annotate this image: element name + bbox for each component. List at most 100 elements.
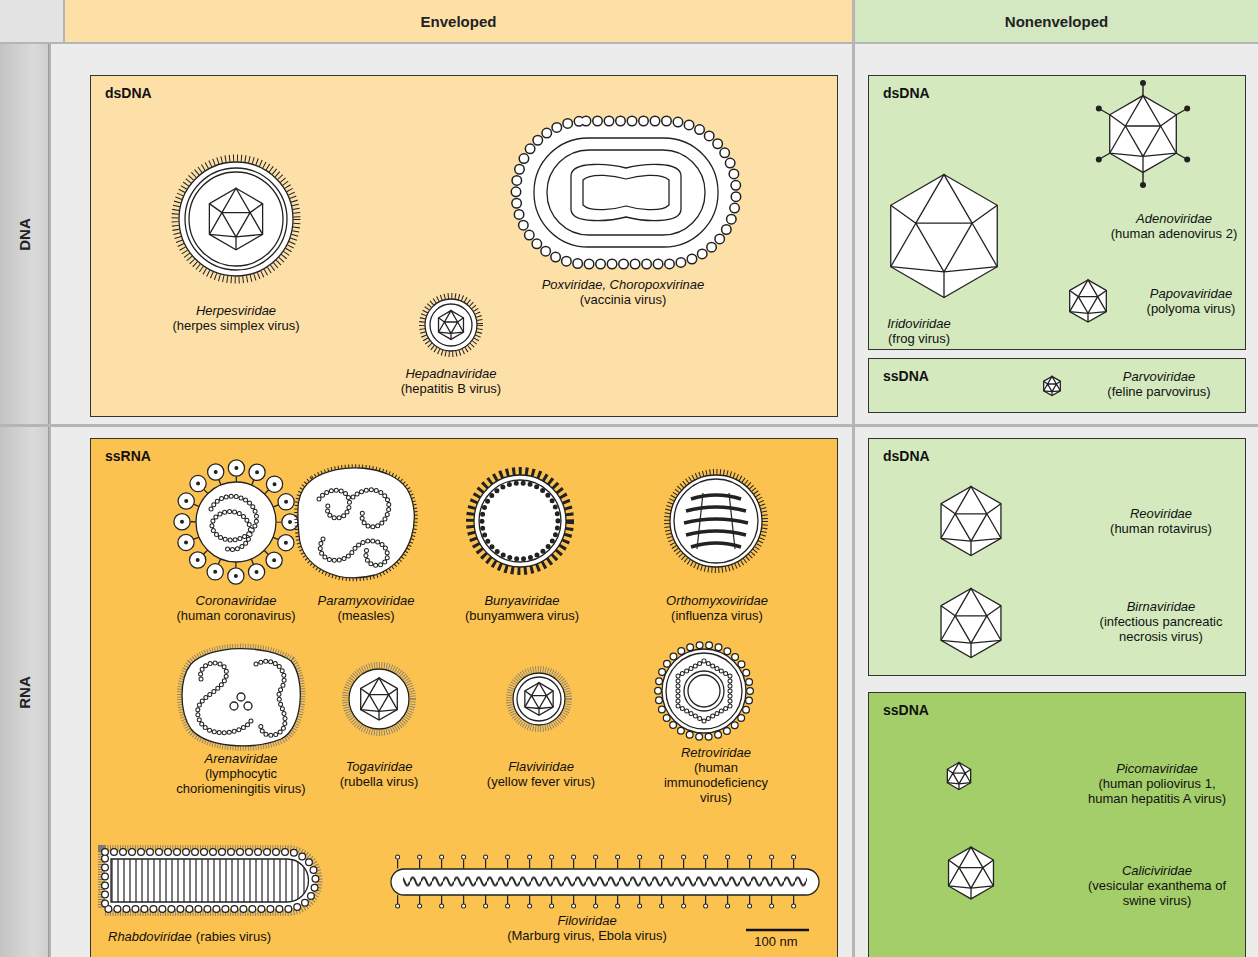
header-band: Enveloped xyxy=(65,0,852,42)
virus-family: Poxviridae, Choropoxvirinae(vaccinia vir… xyxy=(513,277,733,307)
virus-family: Arenaviridae(lymphocytic choriomeningiti… xyxy=(161,751,321,796)
hepadna-virion xyxy=(422,296,480,354)
genome-panel: dsDNA Reoviridae(human rotavirus) Birnavir… xyxy=(868,438,1246,676)
family-name: Poxviridae, Choropoxvirinae xyxy=(513,277,733,292)
family-name: Iridoviridae xyxy=(874,316,964,331)
family-name: Filoviridae xyxy=(467,913,707,928)
adeno-capsid xyxy=(1096,80,1190,188)
corona-virion xyxy=(182,468,290,576)
family-name: Coronaviridae xyxy=(161,593,311,608)
rhabdo-virion xyxy=(105,852,316,909)
retro-virion xyxy=(658,645,750,737)
family-name: Caliciviridae xyxy=(1087,863,1227,878)
virus-family: Birnaviridae(infectious pancreatic necro… xyxy=(1086,599,1236,644)
virus-family: Herpesviridae(herpes simplex virus) xyxy=(151,303,321,333)
family-name: Picomaviridae xyxy=(1078,761,1236,776)
family-name: Arenaviridae xyxy=(161,751,321,766)
virus-illustration xyxy=(91,76,837,416)
genome-panel: dsDNA Iridoviridae(frog virus) Adenovirida… xyxy=(868,75,1246,350)
birna-capsid xyxy=(941,588,1001,657)
example-virus: (hepatitis B virus) xyxy=(376,381,526,396)
orthomyxo-virion xyxy=(667,472,765,570)
family-name: Orthomyxoviridae xyxy=(647,593,787,608)
family-name: Hepadnaviridae xyxy=(376,366,526,381)
genome-panel: ssDNA Parvoviridae(feline parvovirus) xyxy=(868,358,1246,413)
virus-family: Caliciviridae(vesicular exanthema of swi… xyxy=(1087,863,1227,908)
example-virus: (bunyamwera virus) xyxy=(452,608,592,623)
panel-heading: dsDNA xyxy=(105,85,152,101)
family-name: Herpesviridae xyxy=(151,303,321,318)
example-virus: (human coronavirus) xyxy=(161,608,311,623)
family-name: Retroviridae xyxy=(656,745,776,760)
bunya-virion xyxy=(470,471,570,571)
virus-illustration xyxy=(91,439,837,957)
example-virus: (herpes simplex virus) xyxy=(151,318,321,333)
example-virus: (vesicular exanthema of swine virus) xyxy=(1087,878,1227,908)
genome-panel: ssDNA Picomaviridae(human poliovirus 1, h… xyxy=(868,692,1246,957)
row-label: RNA xyxy=(16,676,33,709)
pox-virion xyxy=(516,121,736,264)
example-virus: (frog virus) xyxy=(874,331,964,346)
genome-panel: ssRNA Coronaviridae(human coronavirus)Par… xyxy=(90,438,838,957)
header-text: Enveloped xyxy=(421,13,497,30)
row-band: DNA xyxy=(0,44,49,424)
virus-family: Hepadnaviridae(hepatitis B virus) xyxy=(376,366,526,396)
family-name: Paramyxoviridae xyxy=(306,593,426,608)
virus-family: Filoviridae(Marburg virus, Ebola virus) xyxy=(467,913,707,943)
family-name: Togaviridae xyxy=(324,759,434,774)
example-virus: (human adenovirus 2) xyxy=(1104,226,1244,241)
example-virus: (Marburg virus, Ebola virus) xyxy=(467,928,707,943)
virus-family: Parvoviridae(feline parvovirus) xyxy=(1089,369,1229,399)
example-virus: (rubella virus) xyxy=(324,774,434,789)
virus-family: Adenoviridae(human adenovirus 2) xyxy=(1104,211,1244,241)
virus-family: Retroviridae(human immunodeficiency viru… xyxy=(656,745,776,805)
reo-capsid xyxy=(941,486,1001,555)
example-virus: (vaccinia virus) xyxy=(513,292,733,307)
family-name: Birnaviridae xyxy=(1086,599,1236,614)
example-virus: (polyoma virus) xyxy=(1136,301,1246,316)
example-virus: (human rotavirus) xyxy=(1086,521,1236,536)
virus-family: Iridoviridae(frog virus) xyxy=(874,316,964,346)
arena-virion xyxy=(182,649,300,746)
family-name: Flaviviridae xyxy=(471,759,611,774)
example-virus: (human immunodeficiency virus) xyxy=(656,760,776,805)
virus-family: Flaviviridae(yellow fever virus) xyxy=(471,759,611,789)
virus-family: Bunyaviridae(bunyamwera virus) xyxy=(452,593,592,623)
family-name: Rhabdoviridae xyxy=(108,929,192,944)
virus-family: Reoviridae(human rotavirus) xyxy=(1086,506,1236,536)
virus-family: Papovaviridae(polyoma virus) xyxy=(1136,286,1246,316)
virus-family: Paramyxoviridae(measles) xyxy=(306,593,426,623)
scale-bar xyxy=(746,929,809,932)
example-virus: (rabies virus) xyxy=(196,929,271,944)
family-name: Papovaviridae xyxy=(1136,286,1246,301)
irido-capsid xyxy=(891,175,997,298)
panel-heading: ssDNA xyxy=(883,368,929,384)
parvo-capsid xyxy=(1044,376,1061,395)
example-virus: (human poliovirus 1, human hepatitis A v… xyxy=(1078,776,1236,806)
scale-label: 100 nm xyxy=(736,934,816,949)
panel-heading: ssRNA xyxy=(105,448,151,464)
example-virus: (feline parvovirus) xyxy=(1089,384,1229,399)
example-virus: (measles) xyxy=(306,608,426,623)
header-text: Nonenveloped xyxy=(1005,13,1108,30)
family-name: Reoviridae xyxy=(1086,506,1236,521)
virus-family: Rhabdoviridae (rabies virus) xyxy=(108,929,368,944)
virus-family: Coronaviridae(human coronavirus) xyxy=(161,593,311,623)
example-virus: (infectious pancreatic necrosis virus) xyxy=(1086,614,1236,644)
panel-heading: dsDNA xyxy=(883,448,930,464)
panel-heading: dsDNA xyxy=(883,85,930,101)
paramyxo-virion xyxy=(298,468,415,578)
row-label: DNA xyxy=(16,218,33,251)
family-name: Adenoviridae xyxy=(1104,211,1244,226)
family-name: Parvoviridae xyxy=(1089,369,1229,384)
virus-family: Picomaviridae(human poliovirus 1, human … xyxy=(1078,761,1236,806)
herpes-virion xyxy=(175,158,297,280)
toga-virion xyxy=(345,665,413,733)
picorna-capsid xyxy=(947,763,970,790)
example-virus: (yellow fever virus) xyxy=(471,774,611,789)
example-virus: (lymphocytic choriomeningitis virus) xyxy=(161,766,321,796)
example-virus: (influenza virus) xyxy=(647,608,787,623)
panel-heading: ssDNA xyxy=(883,702,929,718)
flavi-virion xyxy=(509,669,569,729)
genome-panel: dsDNA Herpesviridae(herpes simplex virus)… xyxy=(90,75,838,417)
